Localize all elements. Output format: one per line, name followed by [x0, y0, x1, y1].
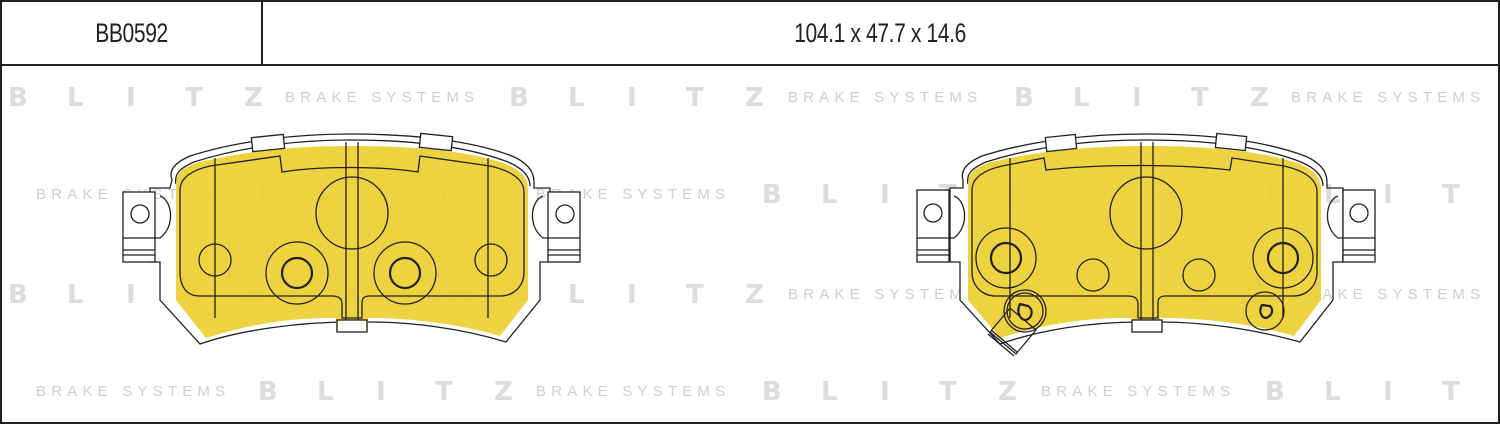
watermark-tagline: BRAKE SYSTEMS — [536, 383, 731, 400]
backing-plate-outline — [149, 133, 551, 345]
piston-circle — [315, 176, 389, 250]
wear-hole — [1245, 291, 1285, 331]
clip-hole — [1349, 203, 1369, 223]
backing-plate-outline — [949, 133, 1344, 345]
small-hole — [1076, 258, 1110, 292]
watermark-tagline: BRAKE SYSTEMS — [1041, 383, 1236, 400]
mounting-clip-right — [1326, 189, 1376, 263]
watermark-tagline: BRAKE SYSTEMS — [536, 186, 731, 203]
right-pad — [916, 132, 1376, 357]
header-table: BB0592 104.1 x 47.7 x 14.6 — [0, 0, 1500, 66]
piston-circle — [1109, 176, 1183, 250]
clip-hole — [555, 204, 575, 224]
part-number: BB0592 — [95, 17, 168, 48]
left-pad — [122, 132, 581, 345]
watermark-tagline: BRAKE SYSTEMS — [1291, 89, 1486, 106]
bottom-tab — [1131, 319, 1163, 333]
side-hole — [198, 243, 232, 277]
mounting-clip-left — [122, 191, 172, 263]
pin-hole — [388, 256, 422, 290]
top-tab — [1214, 132, 1248, 152]
pin-hole — [280, 256, 314, 290]
friction-material — [176, 146, 528, 338]
bottom-tab — [336, 319, 368, 333]
watermark-tagline: BRAKE SYSTEMS — [788, 286, 983, 303]
side-hole — [474, 243, 508, 277]
friction-material — [968, 146, 1321, 338]
pin-boss — [975, 227, 1037, 289]
top-tab — [1044, 133, 1078, 153]
pin-hole — [989, 241, 1023, 275]
pin-boss — [1252, 227, 1314, 289]
watermark-tagline: BRAKE SYSTEMS — [788, 89, 983, 106]
wear-indicator-sensor — [987, 289, 1047, 357]
pin-boss — [265, 241, 329, 305]
dimensions: 104.1 x 47.7 x 14.6 — [794, 17, 967, 48]
part-number-cell: BB0592 — [2, 2, 263, 64]
pin-hole — [1266, 241, 1300, 275]
top-tab — [418, 132, 454, 152]
mounting-clip-left — [916, 189, 966, 263]
mounting-clip-right — [531, 191, 581, 263]
small-hole — [1182, 258, 1216, 292]
clip-hole — [130, 204, 150, 224]
dimensions-cell: 104.1 x 47.7 x 14.6 — [263, 2, 1498, 64]
watermark-tagline: BRAKE SYSTEMS — [36, 383, 231, 400]
pin-boss — [373, 241, 437, 305]
watermark-tagline: BRAKE SYSTEMS — [1291, 286, 1486, 303]
clip-hole — [923, 203, 943, 223]
watermark-tagline: BRAKE SYSTEMS — [285, 89, 480, 106]
top-tab — [250, 133, 286, 153]
